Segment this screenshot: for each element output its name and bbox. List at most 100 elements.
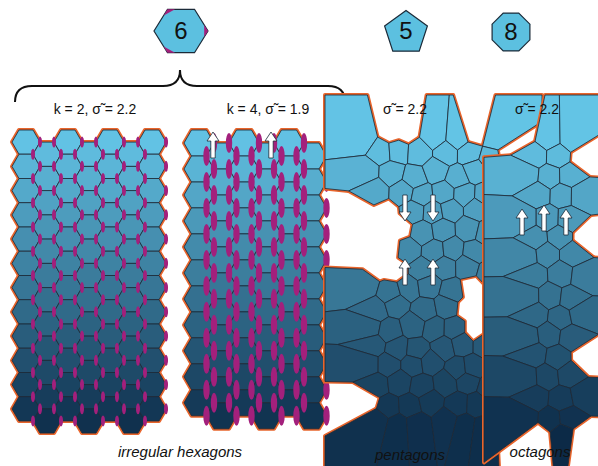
- defect-lens: [164, 379, 168, 390]
- cell: [550, 183, 572, 209]
- defect-lens: [256, 341, 262, 361]
- defect-lens: [203, 172, 209, 192]
- parameter-label: k = 4, σ̃ = 1.9: [227, 102, 310, 117]
- panel-caption: octagons: [510, 444, 571, 461]
- defect-lens: [52, 355, 56, 366]
- defect-lens: [323, 406, 329, 426]
- cell: [138, 251, 166, 275]
- defect-lens: [38, 331, 42, 342]
- defect-lens: [59, 294, 63, 305]
- defect-lens: [73, 318, 77, 329]
- defect-lens: [122, 137, 126, 148]
- cell: [297, 351, 327, 377]
- cell: [353, 372, 389, 397]
- defect-lens: [226, 211, 232, 231]
- defect-lens: [293, 328, 299, 348]
- parameter-label: k = 2, σ̃ = 2.2: [54, 102, 137, 117]
- direction-arrow: [265, 132, 277, 158]
- defect-lens: [226, 393, 232, 413]
- defect-lens: [233, 198, 239, 218]
- defect-lens: [101, 391, 105, 402]
- icon-shape: [154, 9, 208, 52]
- defect-lens: [115, 270, 119, 281]
- defect-lens: [115, 149, 119, 160]
- cell: [138, 324, 166, 348]
- defect-lens: [301, 393, 307, 413]
- defect-lens: [38, 306, 42, 317]
- defect-lens: [38, 137, 42, 148]
- defect-lens: [256, 263, 262, 283]
- defect-lens: [203, 406, 209, 426]
- defect-lens: [94, 209, 98, 220]
- defect-lens: [80, 258, 84, 269]
- defect-lens: [293, 146, 299, 166]
- defect-lens: [233, 302, 239, 322]
- defect-lens: [211, 289, 217, 309]
- defect-lens: [293, 276, 299, 296]
- defect-lens: [278, 250, 284, 270]
- defect-lens: [271, 393, 277, 413]
- defect-lens: [136, 355, 140, 366]
- defect-lens: [164, 137, 168, 148]
- defect-lens: [59, 318, 63, 329]
- defect-lens: [293, 198, 299, 218]
- defect-lens: [278, 198, 284, 218]
- defect-lens: [143, 367, 147, 378]
- defect-lens: [293, 354, 299, 374]
- defect-lens: [136, 137, 140, 148]
- defect-lens: [101, 246, 105, 257]
- defect-lens: [271, 159, 277, 179]
- defect-lens: [143, 221, 147, 232]
- defect-lens: [211, 237, 217, 257]
- cell: [138, 397, 166, 421]
- direction-arrow: [399, 259, 411, 285]
- cell: [559, 95, 598, 152]
- octagon-tiling: [484, 95, 598, 466]
- defect-lens: [164, 355, 168, 366]
- defect-lens: [278, 406, 284, 426]
- defect-lens: [31, 173, 35, 184]
- defect-lens: [80, 331, 84, 342]
- defect-lens: [80, 403, 84, 414]
- direction-arrow: [560, 209, 572, 235]
- defect-lens: [59, 367, 63, 378]
- defect-lens: [31, 270, 35, 281]
- defect-lens: [233, 224, 239, 244]
- icon-shape: [492, 13, 530, 51]
- defect-lens: [38, 355, 42, 366]
- defect-lens: [38, 379, 42, 390]
- defect-lens: [211, 159, 217, 179]
- defect-lens: [59, 221, 63, 232]
- defect-lens: [248, 224, 254, 244]
- border: [559, 95, 598, 152]
- defect-lens: [271, 367, 277, 387]
- defect-lens: [211, 185, 217, 205]
- defect-lens: [122, 379, 126, 390]
- defect-lens: [301, 237, 307, 257]
- defect-lens: [164, 403, 168, 414]
- cell: [297, 247, 327, 273]
- defect-lens: [278, 302, 284, 322]
- cell: [138, 373, 166, 397]
- defect-lens: [226, 367, 232, 387]
- defect-lens: [38, 403, 42, 414]
- defect-lens: [143, 149, 147, 160]
- defect-lens: [73, 343, 77, 354]
- defect-lens: [203, 198, 209, 218]
- defect-lens: [73, 415, 77, 426]
- defect-lens: [233, 172, 239, 192]
- defect-lens: [73, 149, 77, 160]
- defect-lens: [122, 209, 126, 220]
- defect-lens: [136, 185, 140, 196]
- defect-lens: [94, 306, 98, 317]
- direction-arrow: [516, 209, 528, 235]
- defect-lens: [73, 391, 77, 402]
- defect-lens: [115, 246, 119, 257]
- defect-lens: [122, 258, 126, 269]
- defect-lens: [136, 234, 140, 245]
- defect-lens: [143, 343, 147, 354]
- tile-sides: 6: [174, 19, 187, 43]
- defect-corner: [164, 9, 175, 15]
- defect-lens: [136, 209, 140, 220]
